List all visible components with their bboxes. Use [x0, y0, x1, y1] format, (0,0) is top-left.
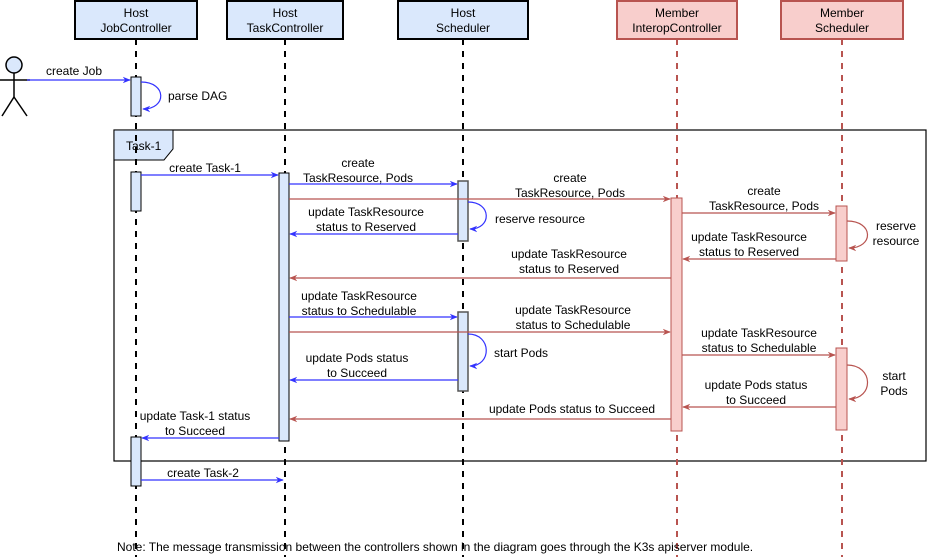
- activation-member-scheduler-2: [835, 347, 848, 431]
- message-18: update Pods status to Succeed: [289, 402, 671, 423]
- frame-label-tab: [113, 129, 174, 161]
- participant-line2: JobController: [100, 21, 171, 35]
- message-label: reserve: [876, 219, 916, 233]
- message-label: update TaskResource: [701, 326, 817, 340]
- message-label: status to Reserved: [519, 262, 619, 276]
- participant-box: [397, 0, 529, 40]
- participant-interopcontroller: Member InteropController: [616, 0, 738, 40]
- participant-box: [616, 0, 738, 40]
- message-label: create: [747, 184, 781, 198]
- participant-jobcontroller: Host JobController: [74, 0, 198, 40]
- activations: [130, 76, 848, 487]
- self-message-arrow: [846, 220, 868, 252]
- message-label: status to Schedulable: [302, 304, 417, 318]
- frame-label: Task-1: [126, 139, 162, 153]
- participant-line1: Host: [124, 6, 149, 20]
- activation-interopcontroller: [670, 197, 683, 432]
- message-label: update Task-1 status: [140, 409, 251, 423]
- message-label: update TaskResource: [515, 303, 631, 317]
- self-message-arrow: [467, 333, 487, 370]
- message-label: TaskResource, Pods: [515, 186, 625, 200]
- message-label: update Pods status: [306, 351, 409, 365]
- message-label: create: [553, 171, 587, 185]
- message-label: status to Reserved: [316, 220, 416, 234]
- lifelines: [135, 39, 843, 557]
- message-label: to Succeed: [165, 424, 225, 438]
- participant-line2: Scheduler: [815, 21, 869, 35]
- activation-host-scheduler-2: [457, 311, 469, 392]
- message-label: create Task-2: [167, 466, 239, 480]
- message-label: reserve resource: [495, 212, 585, 226]
- message-label: status to Schedulable: [516, 318, 631, 332]
- message-2: create Task-1: [141, 161, 279, 179]
- footnote: Note: The message transmission between t…: [117, 540, 754, 554]
- message-label: create Job: [46, 64, 102, 78]
- participant-line2: Scheduler: [436, 21, 490, 35]
- activation-member-scheduler-1: [835, 205, 848, 262]
- activation-host-scheduler-1: [457, 180, 469, 242]
- message-label: create: [341, 156, 375, 170]
- message-label: start Pods: [494, 346, 548, 360]
- message-label: status to Reserved: [699, 245, 799, 259]
- activation-jobcontroller-2: [130, 171, 142, 212]
- frame-border: [113, 129, 927, 462]
- participant-host-scheduler: Host Scheduler: [397, 0, 529, 40]
- message-label: TaskResource, Pods: [303, 171, 413, 185]
- message-label: update TaskResource: [308, 205, 424, 219]
- participant-member-scheduler: Member Scheduler: [780, 0, 904, 40]
- message-label: update Pods status to Succeed: [489, 402, 655, 416]
- message-label: parse DAG: [168, 89, 227, 103]
- self-message-arrow: [140, 81, 162, 113]
- stick-figure-icon: [0, 56, 30, 117]
- message-label: update TaskResource: [691, 230, 807, 244]
- participant-line1: Host: [273, 6, 298, 20]
- participant-box: [226, 0, 344, 40]
- message-0: create Job: [27, 64, 131, 84]
- message-label: status to Schedulable: [702, 341, 817, 355]
- message-label: update TaskResource: [511, 247, 627, 261]
- activation-jobcontroller-3: [130, 436, 142, 487]
- activation-taskcontroller: [278, 172, 290, 442]
- message-20: create Task-2: [141, 466, 284, 484]
- task-1-frame: Task-1: [113, 129, 927, 462]
- participant-taskcontroller: Host TaskController: [226, 0, 344, 40]
- message-label: create Task-1: [169, 161, 241, 175]
- participant-line1: Host: [451, 6, 476, 20]
- activation-jobcontroller-1: [130, 76, 142, 117]
- message-label: resource: [873, 234, 920, 248]
- self-message-arrow: [846, 364, 869, 403]
- message-1: parse DAG: [140, 81, 227, 113]
- self-message-arrow: [467, 201, 487, 233]
- participant-line1: Member: [655, 6, 699, 20]
- participant-line1: Member: [820, 6, 864, 20]
- participant-box: [780, 0, 904, 40]
- message-label: update TaskResource: [301, 289, 417, 303]
- participant-line2: TaskController: [247, 21, 324, 35]
- message-label: update Pods status: [705, 378, 808, 392]
- message-label: to Succeed: [327, 366, 387, 380]
- message-label: to Succeed: [726, 393, 786, 407]
- message-label: Pods: [880, 384, 907, 398]
- message-13: start Pods: [467, 333, 548, 370]
- message-5: reserve resource: [467, 201, 585, 233]
- participant-line2: InteropController: [632, 21, 721, 35]
- message-label: TaskResource, Pods: [709, 199, 819, 213]
- message-label: start: [882, 369, 906, 383]
- participant-box: [74, 0, 198, 40]
